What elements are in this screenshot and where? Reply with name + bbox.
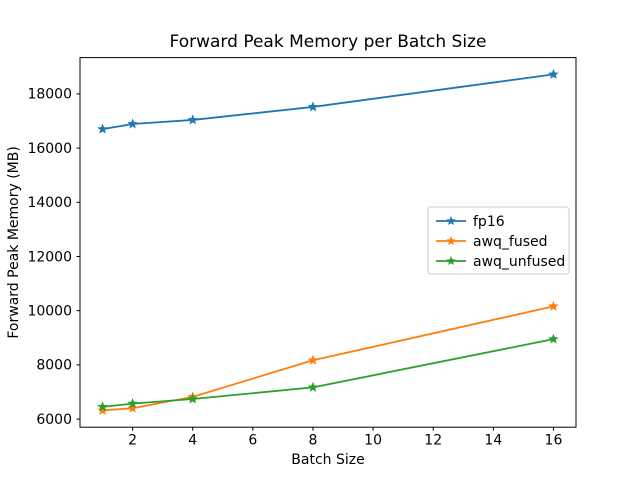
legend-marker (446, 236, 456, 246)
legend-label: fp16 (473, 214, 505, 230)
y-tick-label: 8000 (36, 358, 72, 374)
x-tick-label: 2 (128, 433, 137, 449)
x-axis-label: Batch Size (291, 452, 364, 468)
series-marker-fp16 (127, 118, 138, 129)
series-marker-fp16 (97, 123, 108, 134)
series-marker-awq_fused (127, 402, 138, 413)
legend-box (427, 206, 570, 275)
series-marker-awq_fused (97, 404, 108, 415)
y-tick-label: 12000 (27, 249, 72, 265)
x-tick-label: 12 (424, 433, 442, 449)
y-tick-label: 16000 (27, 141, 72, 157)
series-marker-awq_unfused (307, 381, 319, 392)
x-tick-label: 8 (309, 433, 318, 449)
x-tick-label: 6 (248, 433, 257, 449)
series-marker-awq_fused (307, 354, 319, 365)
legend-marker (446, 216, 456, 226)
series-marker-awq_unfused (187, 393, 198, 404)
series-marker-fp16 (548, 68, 559, 79)
y-tick-label: 18000 (27, 87, 72, 103)
x-tick-label: 16 (545, 433, 563, 449)
series-marker-awq_unfused (127, 398, 138, 409)
x-tick-label: 10 (364, 433, 382, 449)
y-axis-label: Forward Peak Memory (MB) (6, 146, 22, 338)
x-tick-label: 4 (188, 433, 197, 449)
chart-title: Forward Peak Memory per Batch Size (170, 32, 487, 52)
x-tick-label: 14 (484, 433, 502, 449)
legend-label: awq_unfused (473, 254, 565, 270)
y-tick-label: 10000 (27, 303, 72, 319)
y-tick-label: 6000 (36, 412, 72, 428)
series-marker-fp16 (307, 101, 319, 112)
series-marker-awq_fused (548, 300, 559, 311)
series-marker-awq_unfused (548, 333, 559, 344)
series-marker-fp16 (187, 114, 198, 125)
series-marker-awq_unfused (97, 401, 108, 412)
legend-marker (446, 256, 456, 266)
legend-label: awq_fused (473, 234, 548, 250)
y-tick-label: 14000 (27, 195, 72, 211)
